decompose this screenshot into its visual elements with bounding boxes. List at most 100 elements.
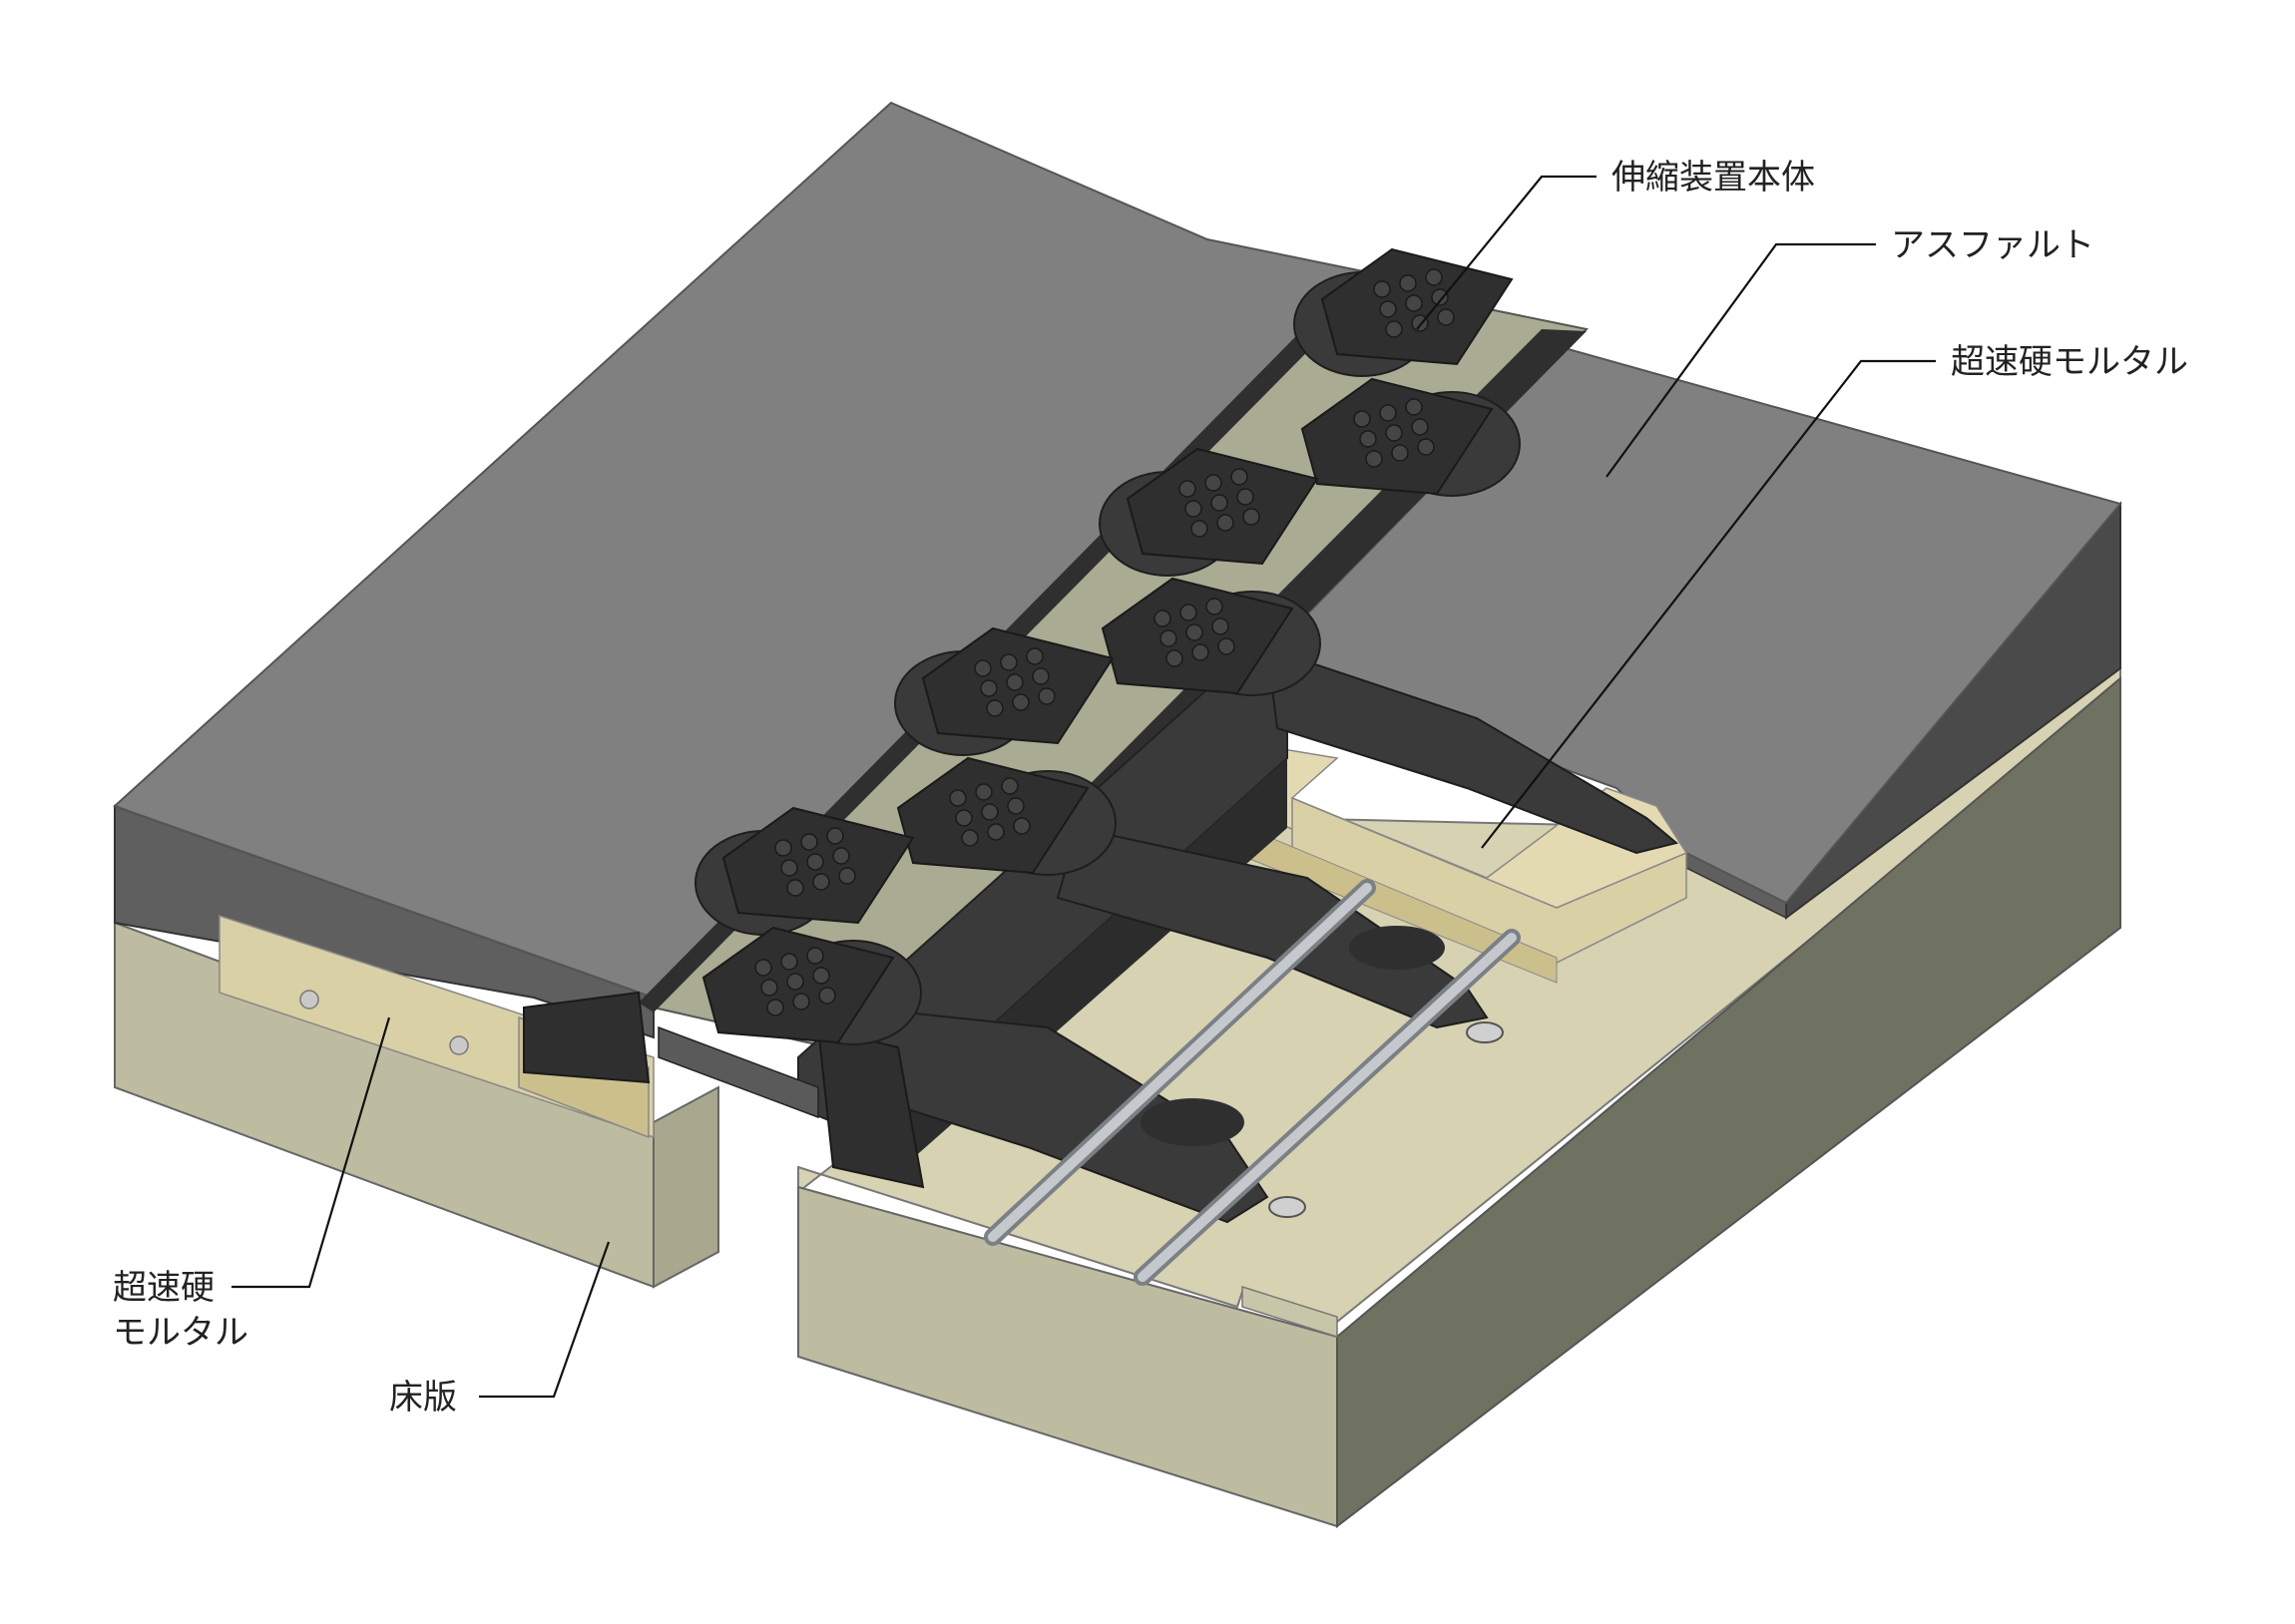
front-end-plate (658, 1025, 819, 1119)
left-slab-side (653, 1085, 719, 1289)
plate-bolt (1417, 438, 1435, 456)
plate-bolt (1411, 418, 1429, 436)
plate-bolt (1032, 667, 1050, 685)
plate-bolt (1431, 288, 1449, 306)
leader-asphalt (1606, 242, 1876, 478)
plate-bolt (1001, 777, 1019, 795)
plate-bolt (1399, 274, 1417, 292)
right-slab-right (1336, 675, 2121, 1529)
plate-bolt (1379, 300, 1397, 318)
plate-bolt (1038, 687, 1056, 705)
plate-bolt (1159, 629, 1177, 647)
plate-bolt (955, 809, 973, 827)
plate-bolt (974, 659, 992, 677)
plate-bolt (1385, 320, 1403, 338)
plate-bolt (981, 803, 999, 821)
support-arm-2 (1056, 826, 1489, 1029)
plate-bolt (1000, 653, 1018, 671)
plate-bolt (760, 979, 778, 997)
plate-bolt (838, 867, 856, 885)
plate-bolt (1013, 817, 1031, 835)
plate-bolt (786, 973, 804, 991)
anchor-block (1141, 1098, 1244, 1146)
plate-bolt (1007, 797, 1025, 815)
plate-bolt (800, 833, 818, 851)
plate-bolt (1405, 398, 1423, 416)
plate-bolt (980, 679, 998, 697)
leader-deck-slab (479, 1241, 611, 1399)
plate-bolt (806, 853, 824, 871)
joint-finger-plate (694, 806, 915, 936)
plate-bolt (1391, 444, 1409, 462)
plate-bolt (1379, 404, 1397, 422)
plate-bolt (780, 953, 798, 971)
plate-bolt (986, 699, 1004, 717)
rod-socket (1268, 1196, 1306, 1218)
anchor-rods (984, 879, 1521, 1286)
plate-bolt (1185, 623, 1203, 641)
joint-plates (694, 247, 1521, 1045)
rod-socket (1466, 1021, 1504, 1043)
plate-bolt (806, 947, 824, 965)
label-asphalt: アスファルト (1891, 225, 2094, 265)
label-rapid-mortar-left-2: モルタル (113, 1313, 248, 1353)
leader-rapid-mortar-left (231, 1016, 391, 1289)
plate-bolt (1165, 649, 1183, 667)
joint-finger-plate (894, 626, 1115, 756)
plate-bolt (754, 959, 772, 977)
joint-finger-plate (1293, 247, 1514, 377)
plate-bolt (1236, 488, 1254, 506)
anchor-rod (1138, 933, 1517, 1282)
expansion-joint-body (523, 247, 1679, 1286)
plate-bolt (949, 789, 967, 807)
plate-bolt (1205, 598, 1223, 615)
anchor-block (1349, 926, 1445, 970)
plate-bolt (1405, 294, 1423, 312)
support-arm-1 (1265, 646, 1679, 855)
plate-bolt (1012, 693, 1030, 711)
joint-finger-plate (896, 756, 1117, 876)
joint-finger-plate (1101, 577, 1321, 696)
plate-bolt (1179, 604, 1197, 621)
plate-bolt (1217, 637, 1235, 655)
plate-bolt (1359, 430, 1377, 448)
plate-bolt (1365, 450, 1383, 468)
label-deck-slab: 床版 (389, 1378, 457, 1418)
label-rapid-mortar-left-1: 超速硬 (113, 1268, 215, 1308)
left-mortar-bolt (299, 990, 319, 1010)
joint-finger-plate (701, 926, 922, 1045)
plate-bolt (987, 823, 1005, 841)
left-mortar-bolt (449, 1035, 469, 1055)
plate-bolt (766, 999, 784, 1016)
plate-bolt (1425, 268, 1443, 286)
plate-bolt (1184, 500, 1202, 518)
anchor-rod (988, 883, 1372, 1242)
plate-bolt (1210, 494, 1228, 512)
leader-expansion-joint-body (1416, 175, 1597, 330)
plate-bolt (1242, 508, 1260, 526)
joint-finger-plate (1300, 377, 1521, 497)
plate-bolt (1190, 520, 1208, 538)
plate-bolt (1153, 609, 1171, 627)
right-slab-step (1241, 1285, 1338, 1339)
plate-bolt (826, 827, 844, 845)
plate-bolt (1178, 480, 1196, 498)
plate-bolt (1353, 410, 1371, 428)
label-expansion-joint-body: 伸縮装置本体 (1611, 158, 1815, 198)
plate-bolt (832, 847, 850, 865)
plate-bolt (1437, 308, 1455, 326)
plate-bolt (812, 967, 830, 985)
plate-bolt (1026, 647, 1044, 665)
plate-bolt (1191, 643, 1209, 661)
plate-bolt (1204, 474, 1222, 492)
plate-bolt (1216, 514, 1234, 532)
leader-lines (231, 175, 1936, 1399)
plate-bolt (1211, 617, 1229, 635)
plate-bolt (812, 873, 830, 891)
joint-finger-plate (1099, 447, 1319, 577)
plate-bolt (774, 839, 792, 857)
plate-bolt (961, 829, 979, 847)
plate-bolt (1385, 424, 1403, 442)
